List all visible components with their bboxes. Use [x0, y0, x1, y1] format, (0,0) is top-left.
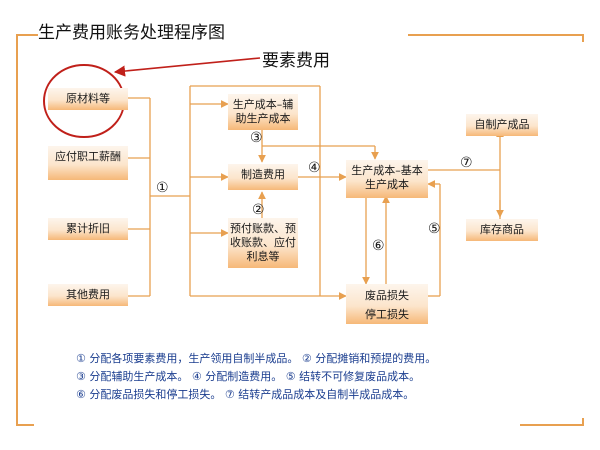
frame-line — [16, 34, 38, 36]
stop-loss-label: 停工损失 — [365, 308, 409, 321]
box-aux-production-cost: 生产成本–辅助生产成本 — [228, 94, 298, 130]
box-self-made-products: 自制产成品 — [466, 114, 538, 136]
box-wages-payable: 应付职工薪酬 — [48, 146, 128, 180]
frame-line — [16, 34, 18, 424]
step-marker-7: ⑦ — [460, 155, 473, 171]
box-depreciation: 累计折旧 — [48, 218, 128, 240]
legend-line-3: ⑥ 分配废品损失和停工损失。 ⑦ 结转产成品成本及自制半成品成本。 — [76, 388, 415, 401]
frame-line — [16, 424, 34, 426]
scrap-loss-label: 废品损失 — [365, 289, 409, 302]
legend-line-2: ③ 分配辅助生产成本。 ④ 分配制造费用。 ⑤ 结转不可修复废品成本。 — [76, 370, 421, 383]
frame-line — [582, 34, 584, 42]
box-scrap-loss: 废品损失 停工损失 — [346, 284, 428, 324]
callout-label: 要素费用 — [262, 51, 330, 71]
frame-line — [520, 424, 584, 426]
box-inventory-goods: 库存商品 — [466, 219, 538, 241]
step-marker-6: ⑥ — [372, 238, 385, 254]
step-marker-1: ① — [156, 180, 169, 196]
box-prepaid-accounts: 预付账款、预收账款、应付利息等 — [228, 218, 298, 268]
step-marker-2: ② — [252, 202, 265, 218]
step-marker-3: ③ — [250, 130, 263, 146]
box-other-expenses: 其他费用 — [48, 284, 128, 306]
legend-line-1: ① 分配各项要素费用，生产领用自制半成品。 ② 分配摊销和预提的费用。 — [76, 352, 437, 365]
frame-line — [582, 418, 584, 426]
frame-line — [408, 34, 584, 36]
page-title: 生产费用账务处理程序图 — [38, 23, 225, 43]
step-marker-4: ④ — [308, 160, 321, 176]
step-marker-5: ⑤ — [428, 221, 441, 237]
callout-arrow — [113, 57, 261, 77]
box-basic-production-cost: 生产成本–基本生产成本 — [346, 160, 428, 198]
box-raw-materials: 原材料等 — [48, 88, 128, 110]
box-manufacturing-overhead: 制造费用 — [228, 164, 298, 190]
